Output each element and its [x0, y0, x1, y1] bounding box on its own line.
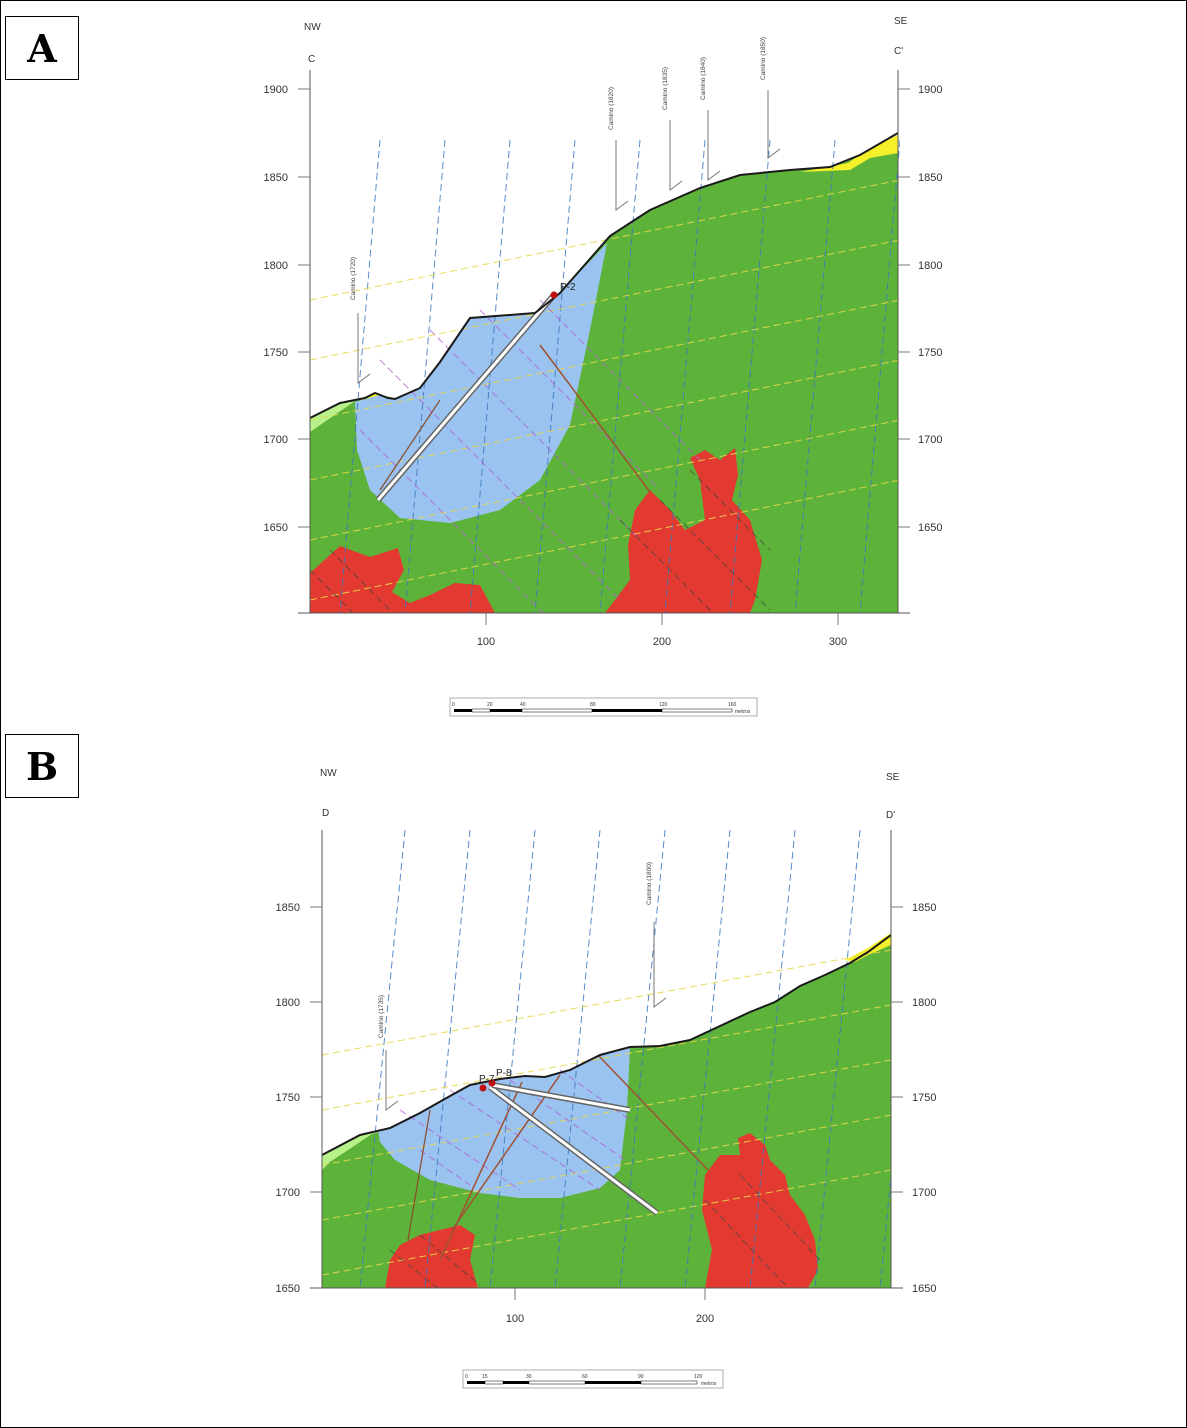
scale-b-tick-0: 0 — [465, 1374, 468, 1380]
y-tick-a-1750-left: 1750 — [264, 347, 288, 359]
y-tick-a-1650-right: 1650 — [918, 522, 942, 534]
dip-lines-yellow-a — [310, 179, 900, 601]
y-tick-a-1850-right: 1850 — [918, 172, 942, 184]
topographic-profile-b — [321, 934, 892, 1156]
x-tick-a-100: 100 — [477, 636, 495, 648]
scale-b-tick-5: 120 — [694, 1374, 703, 1380]
scale-a-tick-2: 40 — [520, 702, 526, 708]
dip-lines-yellow-b — [322, 949, 891, 1276]
scale-a-unit: metros — [735, 709, 751, 715]
direction-a-left: NW — [304, 22, 321, 33]
road-markers-b — [385, 922, 667, 1111]
dip-lines-dark-b — [389, 1174, 821, 1288]
dip-lines-blue-a — [339, 139, 900, 613]
y-tick-b-1800-left: 1800 — [276, 997, 300, 1009]
colluvium-light-a — [310, 401, 355, 432]
y-tick-b-1650-right: 1650 — [912, 1283, 936, 1295]
y-tick-a-1800-left: 1800 — [264, 260, 288, 272]
direction-a-right: SE — [894, 16, 908, 27]
cross-section-a: Camino (1720) Camino (1820) Camino (1835… — [264, 16, 942, 717]
yellow-deposit-a2 — [800, 135, 898, 172]
direction-b-left: NW — [320, 768, 337, 779]
x-tick-b-100: 100 — [506, 1313, 524, 1325]
scale-b-tick-3: 60 — [582, 1374, 588, 1380]
scale-a-tick-0: 0 — [452, 702, 455, 708]
y-tick-a-1850-left: 1850 — [264, 172, 288, 184]
y-tick-b-1750-right: 1750 — [912, 1092, 936, 1104]
ticks-b — [310, 906, 903, 1300]
fault-line-a2 — [379, 399, 441, 491]
y-tick-a-1900-right: 1900 — [918, 84, 942, 96]
y-tick-b-1650-left: 1650 — [276, 1283, 300, 1295]
section-end-a-right: C' — [894, 46, 903, 57]
scale-a-tick-5: 160 — [728, 702, 737, 708]
scale-b-tick-4: 90 — [638, 1374, 644, 1380]
borehole-p2-core — [376, 294, 556, 501]
road-label-a5: Camino (1850) — [760, 37, 767, 80]
direction-b-right: SE — [886, 772, 900, 783]
y-tick-a-1700-right: 1700 — [918, 434, 942, 446]
road-markers-a — [357, 90, 781, 384]
y-tick-b-1850-right: 1850 — [912, 902, 936, 914]
scale-a-tick-3: 80 — [590, 702, 596, 708]
y-tick-b-1700-right: 1700 — [912, 1187, 936, 1199]
y-tick-a-1750-right: 1750 — [918, 347, 942, 359]
road-label-a2: Camino (1820) — [608, 87, 615, 130]
x-tick-b-200: 200 — [696, 1313, 714, 1325]
topographic-profile-a — [309, 132, 899, 419]
panel-label-a: A — [5, 16, 79, 80]
road-label-a3: Camino (1835) — [662, 67, 669, 110]
y-tick-a-1700-left: 1700 — [264, 434, 288, 446]
scale-a-tick-1: 20 — [487, 702, 493, 708]
borehole-p8-core — [491, 1083, 631, 1112]
yellow-deposit-b — [845, 933, 891, 962]
fault-line-b3 — [439, 1081, 523, 1261]
intrusive-body-a2 — [605, 448, 762, 613]
section-end-b-right: D' — [886, 810, 895, 821]
borehole-label-p2: P-2 — [560, 282, 576, 293]
road-label-a1: Camino (1720) — [350, 257, 357, 300]
dip-lines-purple-a — [359, 299, 701, 613]
road-label-a4: Camino (1840) — [700, 57, 707, 100]
road-label-b2: Camino (1800) — [646, 862, 653, 905]
x-tick-a-200: 200 — [653, 636, 671, 648]
borehole-label-p8: P-8 — [496, 1068, 512, 1079]
y-tick-a-1650-left: 1650 — [264, 522, 288, 534]
panel-label-b: B — [5, 734, 79, 798]
scale-b-tick-1: 15 — [482, 1374, 488, 1380]
intrusive-body-b2 — [702, 1133, 818, 1288]
borehole-p7-collar — [479, 1084, 487, 1092]
fault-line-a1 — [539, 344, 651, 493]
intrusive-body-a1 — [310, 546, 495, 613]
fault-line-b1 — [597, 1054, 709, 1171]
y-tick-b-1800-right: 1800 — [912, 997, 936, 1009]
scale-b-tick-2: 30 — [526, 1374, 532, 1380]
road-label-b1: Camino (1735) — [378, 995, 385, 1038]
dip-lines-dark-a — [310, 469, 771, 613]
x-tick-a-300: 300 — [829, 636, 847, 648]
scale-b-unit: metros — [701, 1381, 717, 1387]
y-tick-b-1700-left: 1700 — [276, 1187, 300, 1199]
section-end-b-left: D — [322, 808, 329, 819]
y-tick-a-1900-left: 1900 — [264, 84, 288, 96]
borehole-p2-collar — [550, 291, 558, 299]
y-tick-b-1850-left: 1850 — [276, 902, 300, 914]
scale-bar-a: 0 20 40 80 120 160 metros — [449, 697, 758, 717]
scale-a-tick-4: 120 — [659, 702, 668, 708]
y-tick-b-1750-left: 1750 — [276, 1092, 300, 1104]
scale-bar-b: 0 15 30 60 90 120 metros — [462, 1369, 724, 1389]
borehole-p8-collar — [488, 1079, 496, 1087]
fault-line-b4 — [407, 1109, 431, 1241]
intrusive-body-b1 — [385, 1225, 478, 1288]
borehole-label-p7: P-7 — [479, 1074, 495, 1085]
section-end-a-left: C — [308, 54, 315, 65]
borehole-p7-core — [489, 1085, 658, 1215]
cross-section-b: Camino (1735) Camino (1800) P-7 P-8 1850… — [276, 768, 936, 1389]
ticks-a — [298, 88, 910, 625]
fault-line-b2 — [451, 1074, 561, 1231]
y-tick-a-1800-right: 1800 — [918, 260, 942, 272]
